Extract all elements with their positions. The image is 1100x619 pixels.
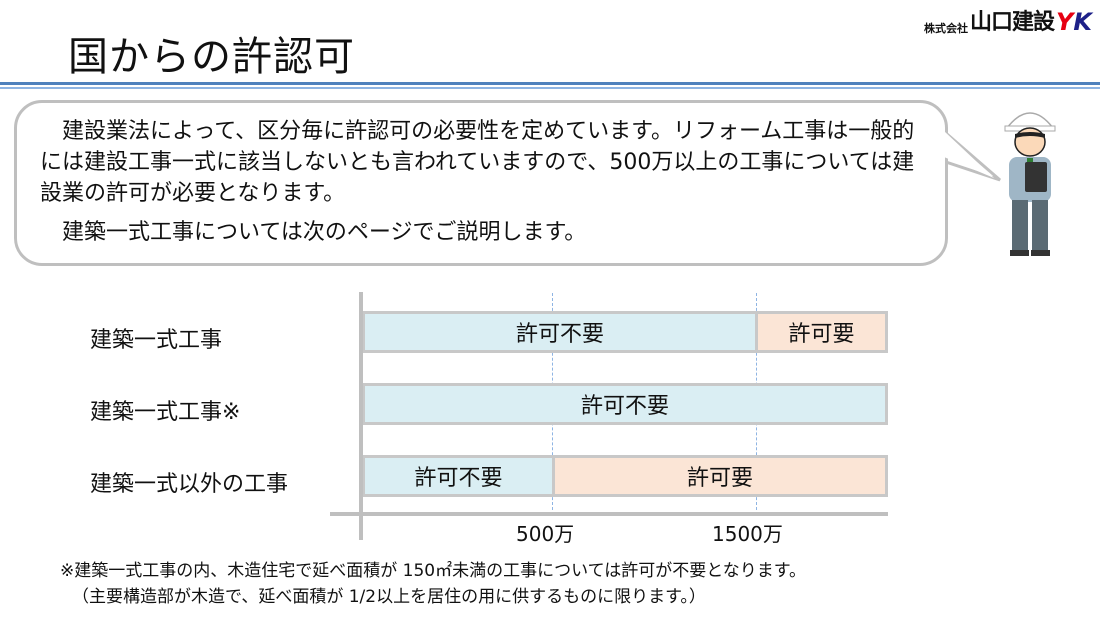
company-logo: 株式会社 山口建設 YK	[924, 4, 1092, 36]
logo-small-text: 株式会社	[923, 22, 968, 35]
footnote-sub: （主要構造部が木造で、延べ面積が 1/2以上を居住の用に供するものに限ります。）	[72, 587, 706, 607]
bar-segment-not-required: 許可不要	[362, 383, 888, 425]
header-rule-thin	[0, 87, 1100, 89]
bubble-paragraph-1: 建設業法によって、区分毎に許認可の必要性を定めています。リフォーム工事は一般的に…	[40, 119, 915, 206]
row-label: 建築一式以外の工事	[90, 472, 289, 497]
horizontal-axis	[330, 512, 888, 516]
logo-company-name: 山口建設	[969, 10, 1055, 35]
header-rule	[0, 82, 1100, 85]
speech-bubble	[14, 100, 948, 266]
bar-segment-not-required: 許可不要	[362, 455, 555, 497]
bar-segment-required: 許可要	[755, 311, 888, 353]
speech-bubble-tail-cover	[944, 131, 994, 178]
speech-bubble-text: 建設業法によって、区分毎に許認可の必要性を定めています。リフォーム工事は一般的に…	[40, 116, 920, 248]
vertical-axis	[359, 292, 363, 540]
bubble-paragraph-2: 建築一式工事については次のページでご説明します。	[40, 220, 587, 245]
row-label: 建築一式工事	[90, 328, 223, 353]
footnote: ※建築一式工事の内、木造住宅で延べ面積が 150㎡未満の工事については許可が不要…	[60, 561, 807, 581]
tick-label: 1500万	[712, 522, 783, 546]
row-label: 建築一式工事※	[90, 400, 241, 425]
tick-label: 500万	[516, 522, 575, 546]
bar-segment-required: 許可要	[552, 455, 888, 497]
bar-segment-not-required: 許可不要	[362, 311, 758, 353]
construction-worker-illustration	[1004, 112, 1056, 256]
logo-mark: YK	[1056, 8, 1092, 36]
page-title: 国からの許認可	[68, 34, 355, 80]
